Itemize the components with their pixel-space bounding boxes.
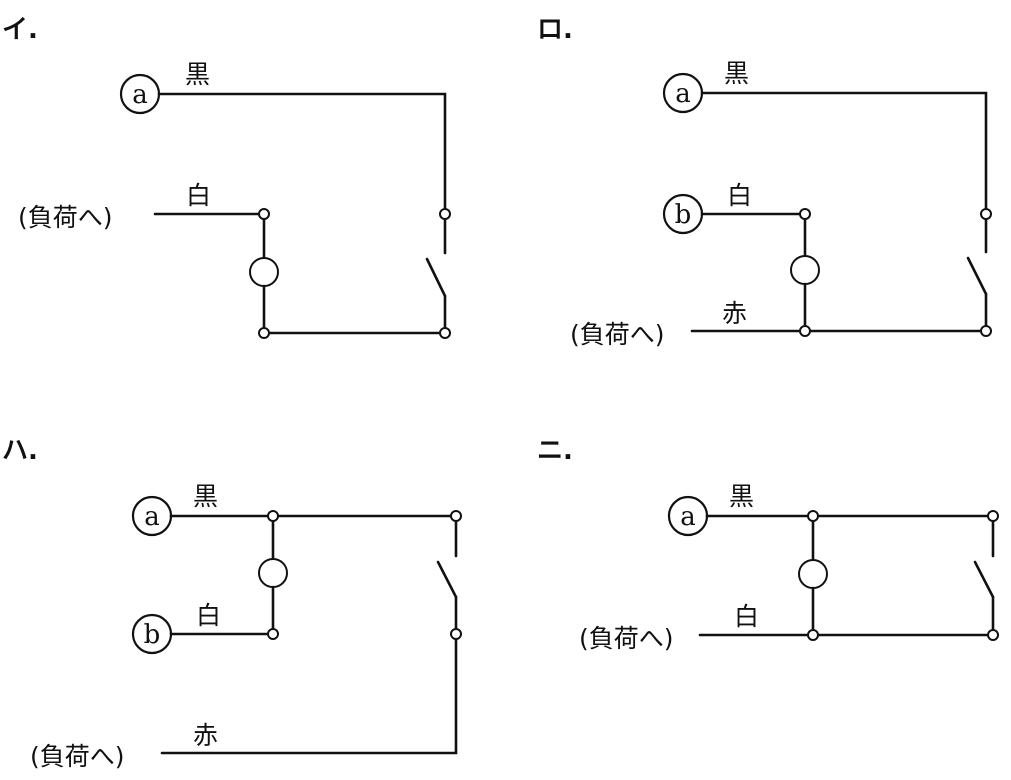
load-label: (負荷へ) bbox=[30, 742, 125, 771]
wire-white-label: 白 bbox=[734, 602, 759, 631]
black-wire bbox=[700, 91, 988, 216]
terminal-b-label: b bbox=[144, 620, 161, 650]
junction-node bbox=[980, 325, 992, 337]
load-label: (負荷へ) bbox=[570, 320, 665, 349]
load-label: (負荷へ) bbox=[18, 203, 113, 232]
lamp bbox=[249, 257, 279, 287]
junction-node bbox=[450, 628, 462, 640]
wire-black-label: 黒 bbox=[193, 482, 218, 511]
wire-white-label: 白 bbox=[727, 181, 752, 210]
junction-node bbox=[267, 628, 279, 640]
wire-black-label: 黒 bbox=[729, 482, 754, 511]
junction-node bbox=[258, 327, 270, 339]
wire-red-label: 赤 bbox=[722, 299, 747, 328]
junction-node bbox=[258, 208, 270, 220]
option-ha: ハ. a 黒 b 白 (負荷へ) 赤 bbox=[2, 436, 462, 771]
junction-node bbox=[807, 510, 819, 522]
red-wire bbox=[160, 632, 458, 755]
lamp bbox=[790, 255, 820, 285]
option-ni: ニ. a 黒 (負荷へ) 白 bbox=[537, 436, 999, 653]
junction-node bbox=[987, 629, 999, 641]
junction-node bbox=[987, 510, 999, 522]
junction-node bbox=[439, 208, 451, 220]
terminal-a-label: a bbox=[680, 502, 696, 532]
terminal-a-label: a bbox=[132, 80, 148, 110]
wire-black-label: 黒 bbox=[724, 59, 749, 88]
terminal-a-label: a bbox=[675, 79, 691, 109]
option-ro: ロ. a 黒 b 白 (負荷へ) 赤 bbox=[537, 15, 992, 349]
switch-blade bbox=[436, 560, 458, 599]
junction-node bbox=[980, 208, 992, 220]
terminal-a-label: a bbox=[144, 502, 160, 532]
option-ro-label: ロ. bbox=[537, 15, 573, 45]
wire-white-label: 白 bbox=[196, 601, 221, 630]
lamp bbox=[258, 558, 288, 588]
load-label: (負荷へ) bbox=[579, 624, 674, 653]
wire-red-label: 赤 bbox=[193, 721, 218, 750]
black-wire bbox=[157, 92, 447, 216]
switch-blade bbox=[973, 560, 995, 599]
terminal-b-label: b bbox=[675, 200, 692, 230]
option-ni-label: ニ. bbox=[537, 436, 573, 466]
junction-node bbox=[799, 325, 811, 337]
junction-node bbox=[799, 208, 811, 220]
wire-white-label: 白 bbox=[186, 181, 211, 210]
option-i-label: イ. bbox=[2, 15, 38, 45]
junction-node bbox=[439, 327, 451, 339]
lamp bbox=[798, 559, 828, 589]
option-ha-label: ハ. bbox=[2, 436, 38, 466]
junction-node bbox=[450, 510, 462, 522]
wire-black-label: 黒 bbox=[185, 60, 210, 89]
option-i: イ. a 黒 (負荷へ) 白 bbox=[2, 15, 451, 339]
junction-node bbox=[267, 510, 279, 522]
switch-blade bbox=[966, 256, 988, 296]
switch-blade bbox=[425, 257, 447, 298]
junction-node bbox=[807, 629, 819, 641]
